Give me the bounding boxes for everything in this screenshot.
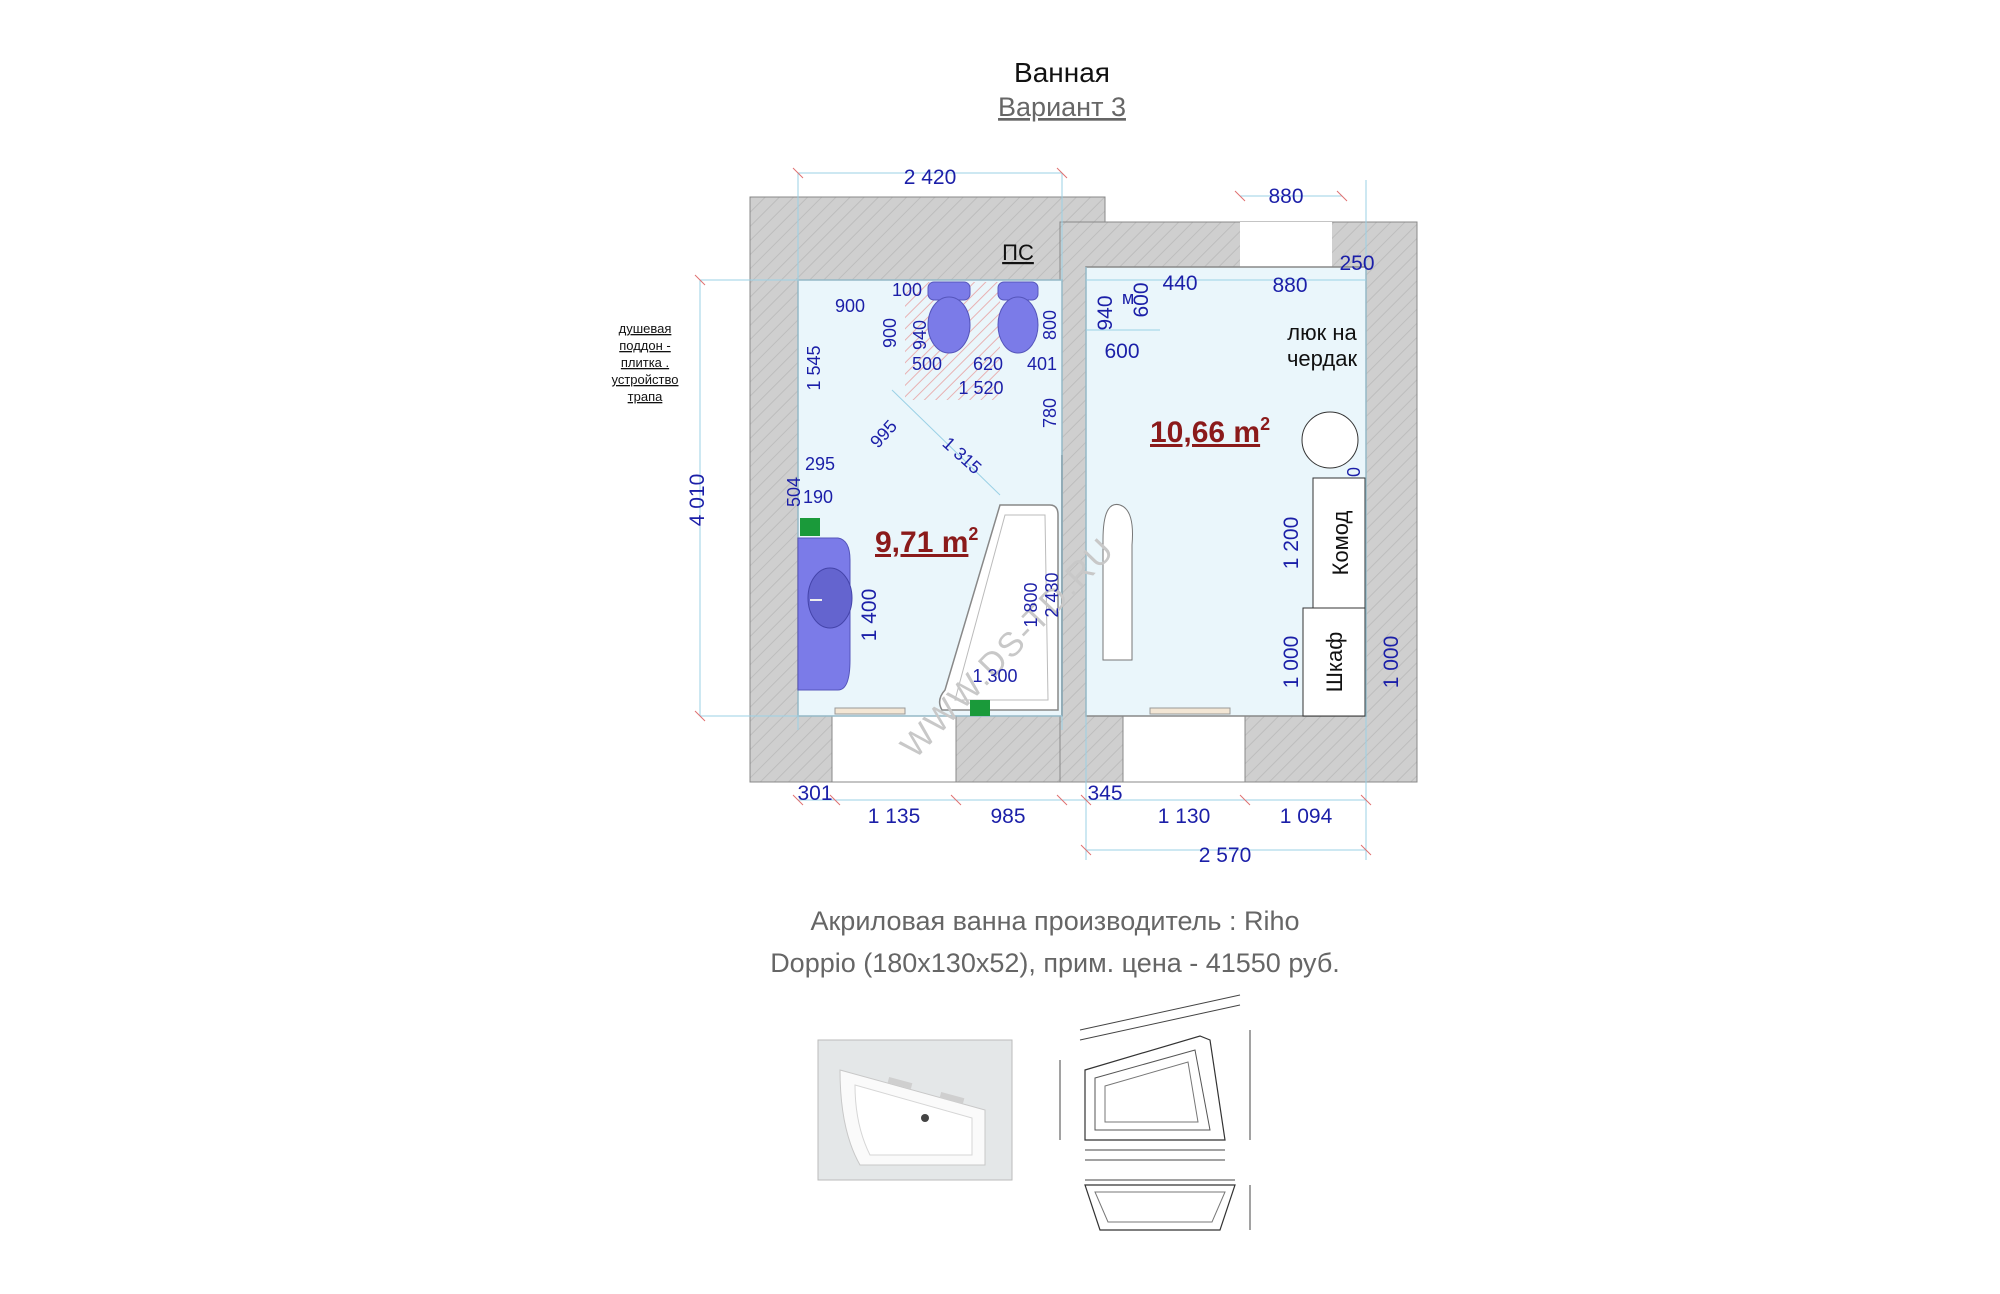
dim-1520: 1 520 (958, 378, 1003, 398)
dim-1800: 1 800 (1021, 582, 1041, 627)
outlet-marker-icon (800, 518, 820, 536)
bathtub-photo (817, 1039, 1013, 1181)
toilet-icon (927, 281, 971, 354)
dim-0: 0 (1344, 467, 1364, 477)
dimension-ticks (694, 167, 1372, 856)
caption-line-2: Doppio (180x130x52), прим. цена - 41550 … (770, 948, 1340, 978)
dim-2570: 2 570 (1199, 844, 1252, 867)
dim-1130: 1 130 (1158, 805, 1211, 828)
dim-301: 301 (797, 782, 832, 805)
svg-text:плитка .: плитка . (621, 355, 669, 370)
bathtub-icon (938, 504, 1059, 711)
caption-line-1: Акриловая ванна производитель : Riho (810, 906, 1299, 936)
dim-440: 440 (1162, 272, 1197, 295)
dim-780: 780 (1040, 398, 1060, 428)
dim-401: 401 (1027, 354, 1057, 374)
dim-1200: 1 200 (1280, 517, 1303, 570)
svg-text:устройство: устройство (612, 372, 679, 387)
hatch-label: люк на (1287, 320, 1357, 345)
bidet-icon (997, 281, 1039, 354)
dim-295: 295 (805, 454, 835, 474)
dim-504: 504 (784, 477, 804, 507)
dim-top-right: 880 (1268, 185, 1303, 208)
svg-text:трапа: трапа (628, 389, 663, 404)
svg-text:Шкаф: Шкаф (1322, 632, 1347, 693)
page-subtitle: Вариант 3 (998, 92, 1126, 122)
dim-1545: 1 545 (804, 345, 824, 390)
bathtub-technical-drawing (1059, 994, 1251, 1231)
dim-height-left: 4 010 (686, 474, 709, 527)
dim-600b: 600 (1104, 340, 1139, 363)
page-title: Ванная (1014, 57, 1110, 88)
left-room-area: 9,71 m2 (875, 524, 978, 559)
shower-note: душевая поддон - плитка . устройство тра… (612, 321, 679, 404)
outlet-marker-icon (970, 700, 990, 716)
dim-1000a: 1 000 (1280, 636, 1303, 689)
dim-m: м (1122, 288, 1134, 308)
svg-text:Комод: Комод (1328, 510, 1353, 575)
wardrobe: Шкаф (1302, 607, 1366, 717)
dim-250: 250 (1339, 252, 1374, 275)
dim-100: 100 (892, 280, 922, 300)
dim-900b: 900 (880, 318, 900, 348)
dim-190: 190 (803, 487, 833, 507)
svg-text:поддон -: поддон - (619, 338, 671, 353)
dim-800: 800 (1040, 310, 1060, 340)
hatch-label-2: чердак (1287, 346, 1358, 371)
dresser: Комод (1312, 477, 1366, 609)
dim-940b: 940 (1094, 295, 1117, 330)
dim-1094: 1 094 (1280, 805, 1333, 828)
dim-1300: 1 300 (972, 666, 1017, 686)
dim-1400: 1 400 (858, 589, 881, 642)
dim-345: 345 (1087, 782, 1122, 805)
dim-2430: 2 430 (1042, 572, 1062, 617)
dim-985: 985 (990, 805, 1025, 828)
dim-500: 500 (912, 354, 942, 374)
dim-900a: 900 (835, 296, 865, 316)
dim-1000b: 1 000 (1380, 636, 1403, 689)
dim-600a: 600 (1130, 282, 1153, 317)
dim-880b: 880 (1272, 274, 1307, 297)
vanity-sink-icon (797, 537, 853, 691)
svg-text:душевая: душевая (619, 321, 672, 336)
dim-1135: 1 135 (868, 805, 921, 828)
right-room-area: 10,66 m2 (1150, 414, 1270, 449)
ps-label: ПС (1002, 240, 1034, 265)
ironing-board-icon (1102, 503, 1133, 661)
dim-620: 620 (973, 354, 1003, 374)
round-fixture-icon (1301, 411, 1359, 469)
dim-top-left: 2 420 (904, 166, 957, 189)
dim-940a: 940 (910, 320, 930, 350)
